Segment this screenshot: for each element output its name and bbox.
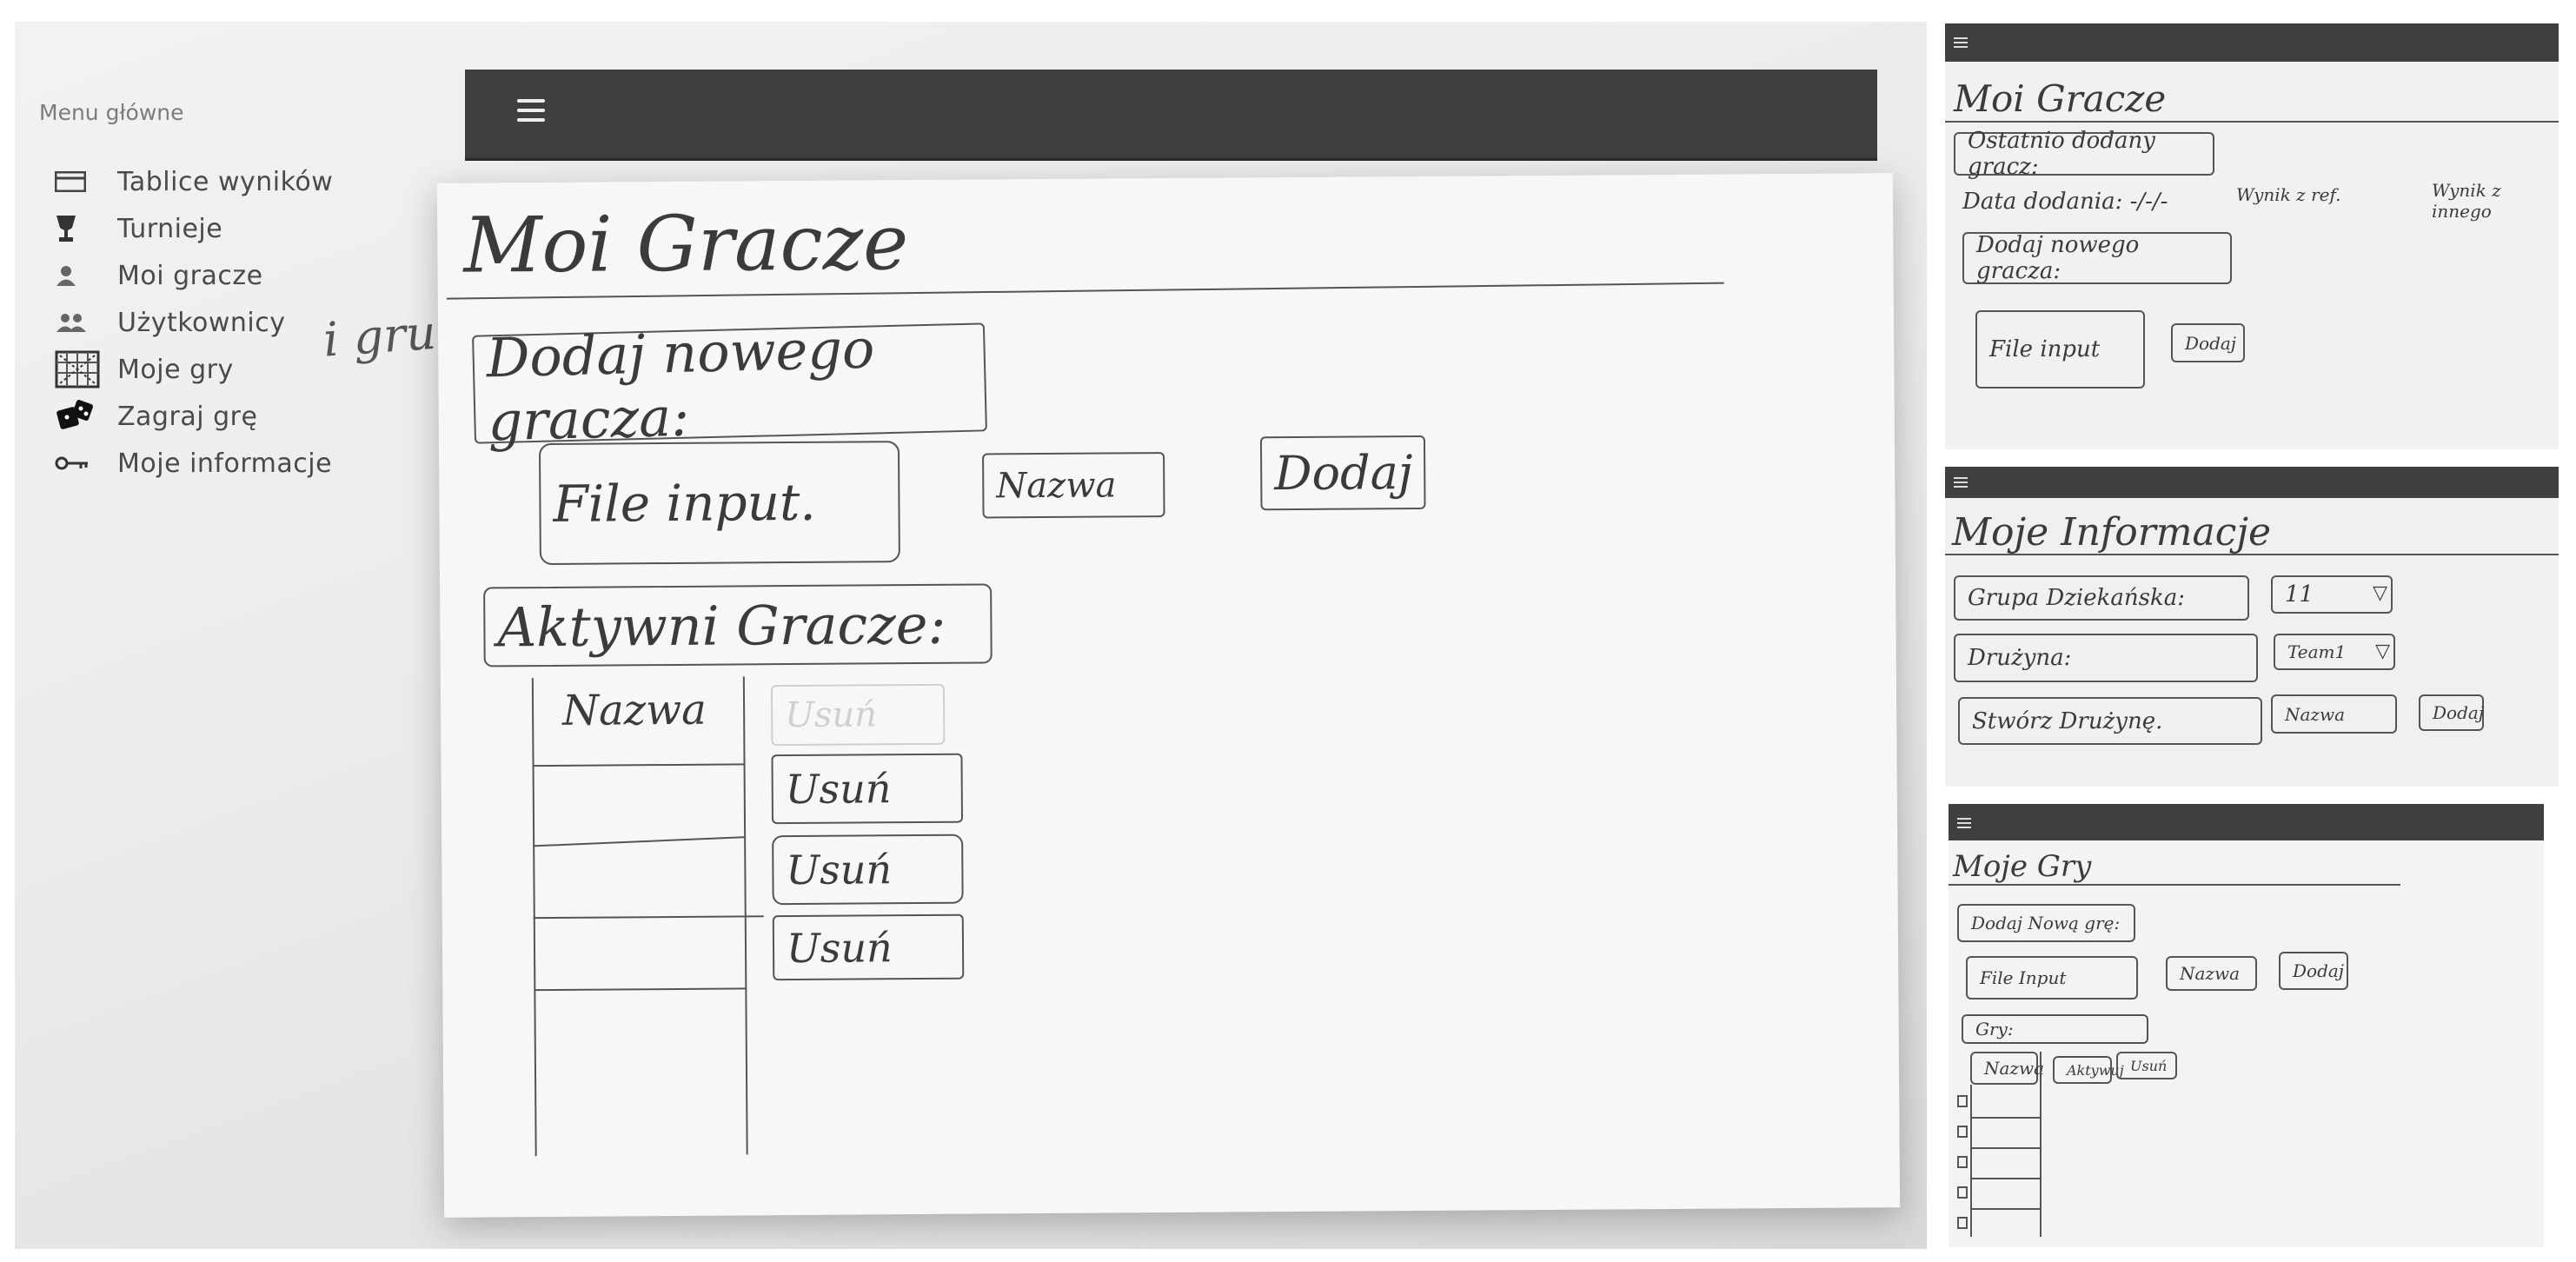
menu-item-label: Turnieje: [117, 213, 223, 244]
group-label: Grupa Dziekańska:: [1954, 575, 2249, 621]
key-icon: [39, 455, 117, 472]
games-label: Gry:: [1962, 1014, 2148, 1044]
menu-item-label: Tablice wyników: [117, 166, 334, 197]
page-title: Moje Gry: [1953, 849, 2092, 884]
menu-item-label: Użytkownicy: [117, 307, 286, 338]
top-bar: [1945, 467, 2559, 498]
last-added-label: Ostatnio dodany gracz:: [1954, 128, 2214, 180]
menu-item-scoreboards[interactable]: Tablice wyników: [39, 158, 456, 205]
menu-item-label: Zagraj grę: [117, 401, 258, 432]
dice-icon: [39, 398, 117, 435]
game-name-input[interactable]: Nazwa: [2166, 956, 2257, 991]
create-team-label: Stwórz Drużynę.: [1958, 697, 2262, 745]
add-button[interactable]: Dodaj: [1259, 435, 1426, 511]
dropdown-arrow-icon: ▽: [2375, 641, 2390, 662]
table-header-name: Nazwa: [1970, 1052, 2044, 1085]
menu-item-my-players[interactable]: Moi gracze: [39, 252, 456, 299]
board-game-icon: [39, 350, 117, 389]
menu-item-play-game[interactable]: Zagraj grę: [39, 393, 456, 440]
top-bar: [465, 70, 1877, 161]
top-bar: [1945, 23, 2559, 62]
result-label-2: Wynik z innego: [2432, 180, 2501, 222]
team-label: Drużyna:: [1954, 634, 2258, 682]
page-title: Moi Gracze: [1954, 77, 2167, 120]
menu-heading: Menu główne: [39, 100, 184, 125]
file-input[interactable]: File input: [1975, 310, 2145, 389]
row-checkbox[interactable]: [1957, 1095, 1968, 1107]
page-title: Moje Informacje: [1952, 510, 2272, 555]
hamburger-menu-icon[interactable]: [1954, 37, 1968, 48]
team-name-input[interactable]: Nazwa: [2271, 694, 2397, 734]
menu-item-my-info[interactable]: Moje informacje: [39, 440, 456, 487]
row-checkbox[interactable]: [1957, 1126, 1968, 1138]
team-select[interactable]: Team1 ▽: [2274, 634, 2395, 670]
menu-item-label: Moi gracze: [117, 260, 263, 291]
add-button[interactable]: Dodaj: [2419, 694, 2484, 731]
group-value: 11: [2285, 581, 2314, 608]
sketch-games-thumbnail: Moje Gry Dodaj Nową grę: File Input Nazw…: [1949, 804, 2544, 1247]
add-button[interactable]: Dodaj: [2279, 952, 2348, 990]
menu-item-tournaments[interactable]: Turnieje: [39, 205, 456, 252]
remove-button[interactable]: Usuń: [772, 834, 964, 906]
add-player-label: Dodaj nowego gracza:: [1962, 232, 2232, 284]
add-button[interactable]: Dodaj: [2171, 323, 2245, 362]
group-select[interactable]: 11 ▽: [2271, 575, 2393, 614]
add-section-label: Dodaj nowego gracza:: [472, 316, 987, 453]
activate-button[interactable]: Aktywuj: [2053, 1056, 2124, 1084]
person-icon: [39, 264, 117, 287]
dropdown-arrow-icon: ▽: [2373, 582, 2387, 604]
menu-item-users[interactable]: Użytkownicy: [39, 299, 456, 346]
paper-sketch: Moi Gracze Dodaj nowego gracza: File inp…: [436, 173, 1901, 1218]
faint-remove-button: Usuń: [770, 683, 946, 747]
menu-item-my-games[interactable]: Moje gry: [39, 346, 456, 393]
table-header-name: Nazwa: [561, 685, 707, 735]
group-icon: [39, 312, 117, 333]
active-players-label: Aktywni Gracze:: [483, 583, 993, 668]
menu-item-label: Moje gry: [117, 354, 234, 385]
trophy-icon: [39, 214, 117, 243]
row-checkbox[interactable]: [1957, 1186, 1968, 1199]
hamburger-menu-icon[interactable]: [517, 99, 545, 122]
date-added-label: Data dodania: -/-/-: [1962, 189, 2168, 215]
row-checkbox[interactable]: [1957, 1217, 1968, 1229]
result-label-1: Wynik z ref.: [2236, 184, 2341, 205]
games-table: Nazwa Aktywuj Usuń: [1957, 1052, 2218, 1239]
file-input[interactable]: File input.: [538, 441, 900, 566]
remove-button[interactable]: Usuń: [2116, 1052, 2177, 1079]
remove-button[interactable]: Usuń: [772, 913, 965, 981]
players-table: Nazwa Usuń Usuń Usuń Usuń: [510, 674, 1087, 1174]
name-input[interactable]: Nazwa: [982, 452, 1165, 519]
add-game-label: Dodaj Nową grę:: [1957, 904, 2135, 942]
scoreboard-icon: [39, 171, 117, 192]
row-checkbox[interactable]: [1957, 1156, 1968, 1168]
top-bar: [1949, 804, 2544, 840]
main-sketch-photo: Menu główne Tablice wyników Turnieje Moi…: [15, 22, 1927, 1249]
file-input[interactable]: File Input: [1966, 956, 2138, 1000]
remove-button[interactable]: Usuń: [771, 753, 964, 825]
sketch-info-thumbnail: Moje Informacje Grupa Dziekańska: 11 ▽ D…: [1945, 467, 2559, 787]
hamburger-menu-icon[interactable]: [1957, 818, 1971, 828]
page-title: Moi Gracze: [463, 197, 909, 290]
menu-item-label: Moje informacje: [117, 448, 333, 479]
team-value: Team1: [2287, 641, 2347, 662]
hamburger-menu-icon[interactable]: [1954, 477, 1968, 488]
sketch-players-thumbnail: Moi Gracze Ostatnio dodany gracz: Data d…: [1945, 23, 2559, 449]
sidebar-menu: Menu główne Tablice wyników Turnieje Moi…: [39, 100, 456, 487]
